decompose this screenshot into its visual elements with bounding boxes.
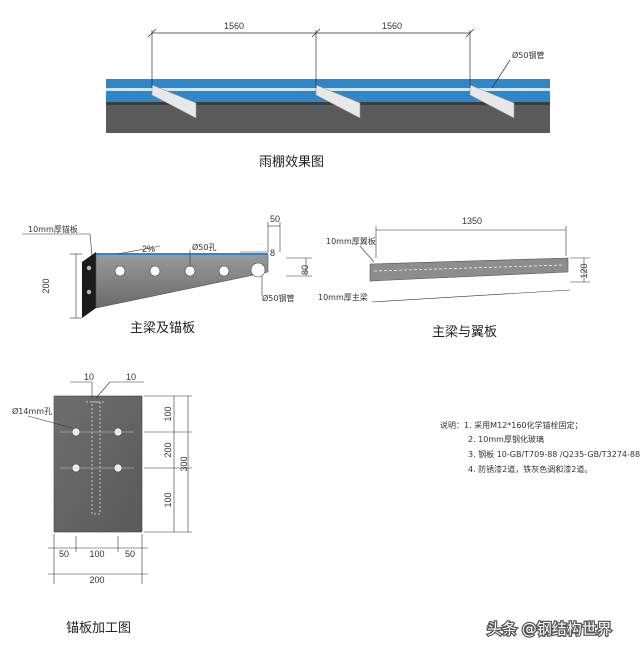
dim-200: 200 — [41, 278, 51, 293]
beam-hole — [114, 265, 126, 277]
dim-80: 80 — [300, 265, 310, 275]
watermark-text: 头条 @钢结构世界 — [487, 620, 612, 638]
beam-elevation — [82, 252, 269, 318]
glass-highlight — [106, 88, 550, 91]
caption-beam-anchor: 主梁及锚板 — [130, 321, 195, 336]
right-dim-100-bottom: 100 — [163, 492, 173, 507]
beam-hole — [218, 265, 230, 277]
wing-dimension-lines — [359, 226, 590, 303]
watermark: 头条 @钢结构世界 — [486, 619, 613, 640]
bolt-hole-label: Ø14mm孔 — [12, 406, 52, 416]
pipe-hole — [250, 262, 266, 278]
beam-hole — [149, 265, 161, 277]
dim-1350: 1350 — [462, 216, 482, 226]
main-beam — [95, 253, 269, 309]
design-notes: 说明：1. 采用M12*160化学锚栓固定； 2. 10mm厚钢化玻璃 3. 钢… — [440, 420, 640, 474]
top-dim-10-right: 10 — [126, 372, 136, 382]
pipe-label-top: Ø50钢管 — [512, 50, 544, 60]
beam-hole — [184, 265, 196, 277]
top-dimensions — [147, 28, 511, 89]
right-dim-100-top: 100 — [163, 406, 173, 421]
note-line-2: 2. 10mm厚钢化玻璃 — [468, 434, 544, 444]
beam-fin — [315, 84, 361, 119]
glass-shadow — [106, 102, 550, 105]
wing-plate-view — [369, 257, 569, 282]
wing-plate — [369, 257, 569, 282]
dim-8: 8 — [270, 248, 275, 258]
beam-dimension-lines — [22, 222, 312, 319]
wing-centerline — [373, 264, 565, 272]
beam-fin — [151, 84, 197, 119]
anchor-plate-detail — [53, 395, 143, 533]
bottom-dim-50-left: 50 — [59, 549, 69, 559]
glass-top-band — [106, 79, 550, 88]
dim-1560-right: 1560 — [382, 21, 402, 31]
slope-label: 2% — [142, 244, 155, 254]
right-dim-300: 300 — [179, 456, 189, 471]
anchor-dimension-lines — [27, 381, 192, 584]
bottom-dim-200: 200 — [89, 575, 104, 585]
dim-120: 120 — [579, 263, 589, 278]
dim-1560-left: 1560 — [224, 21, 244, 31]
canopy-rendering — [106, 79, 550, 133]
bottom-dim-50-right: 50 — [125, 549, 135, 559]
top-dim-10-left: 10 — [84, 372, 94, 382]
hole-label-beam: Ø50孔 — [192, 242, 216, 252]
note-line-1: 说明：1. 采用M12*160化学锚栓固定； — [440, 420, 583, 430]
beam-thickness-label: 10mm厚主梁 — [318, 292, 368, 302]
pipe-label-beam: Ø50钢管 — [262, 293, 294, 303]
beam-fin — [469, 84, 515, 119]
note-line-4: 4. 防锈漆2道，铁灰色调和漆2道。 — [468, 464, 592, 474]
bottom-dim-100: 100 — [89, 549, 104, 559]
note-line-3: 3. 钢板 10-GB/T709-88 /Q235-GB/T3274-88 — [468, 449, 640, 459]
caption-canopy-rendering: 雨棚效果图 — [259, 155, 324, 170]
caption-anchor-plate: 锚板加工图 — [66, 621, 131, 636]
anchor-plate-side — [82, 252, 96, 318]
plate-thickness-label: 10mm厚锚板 — [28, 224, 78, 234]
caption-wing-plate: 主梁与翼板 — [432, 325, 497, 340]
anchor-plate — [53, 395, 143, 533]
wing-thickness-label: 10mm厚翼板 — [326, 236, 376, 246]
dim-50: 50 — [270, 214, 280, 224]
right-dim-200: 200 — [163, 442, 173, 457]
